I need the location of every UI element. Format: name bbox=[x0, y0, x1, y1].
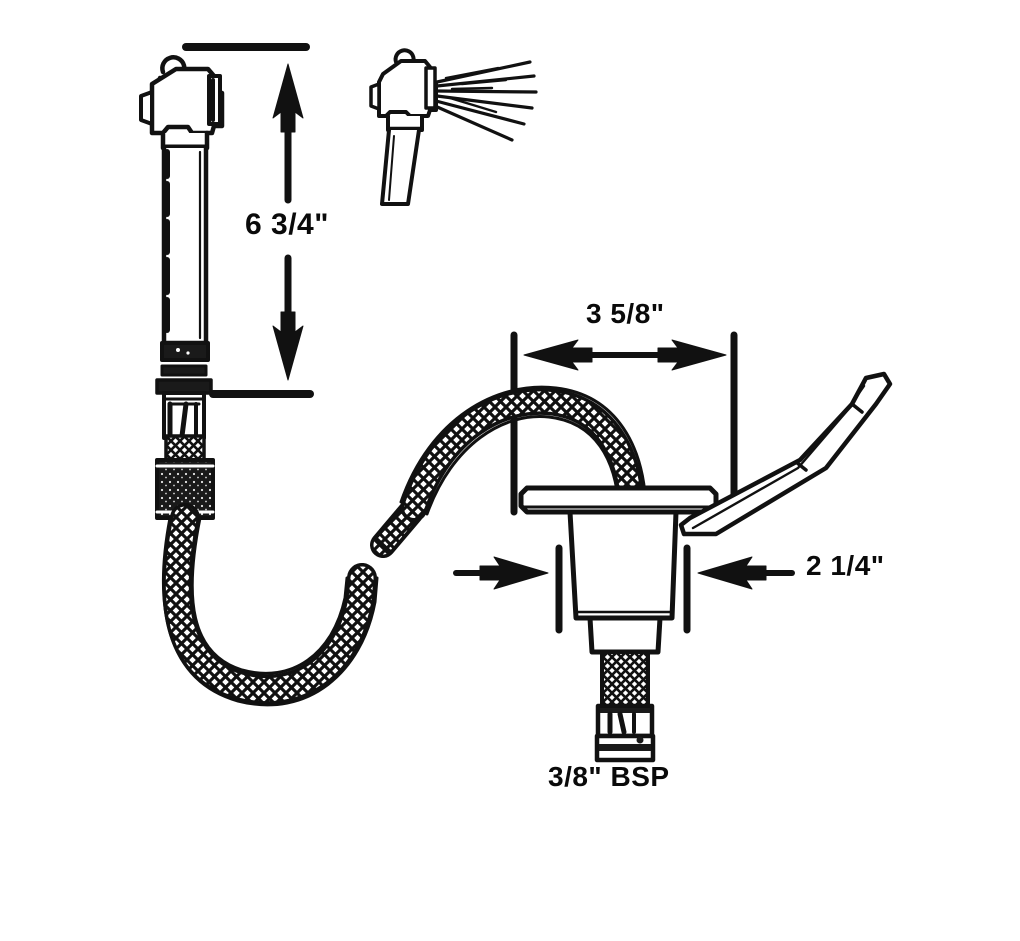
braided-hose-left-part bbox=[155, 364, 379, 707]
dimension-label-thread-size: 3/8" BSP bbox=[548, 761, 670, 792]
dimension-label-depth: 2 1/4" bbox=[806, 550, 885, 581]
dimension-label-height: 6 3/4" bbox=[245, 208, 329, 241]
faucet-assembly-part bbox=[518, 485, 719, 655]
spray-handle-part bbox=[139, 55, 225, 362]
dimension-height-group bbox=[182, 43, 314, 398]
dimension-depth-group bbox=[453, 544, 795, 634]
hose-arc-part bbox=[370, 385, 648, 558]
dimension-label-width: 3 5/8" bbox=[586, 298, 665, 329]
dimension-width-group bbox=[510, 331, 738, 516]
inlet-hose-part bbox=[594, 650, 656, 763]
lever-handle-part bbox=[678, 371, 893, 537]
spray-head-spraying-part bbox=[369, 48, 538, 206]
